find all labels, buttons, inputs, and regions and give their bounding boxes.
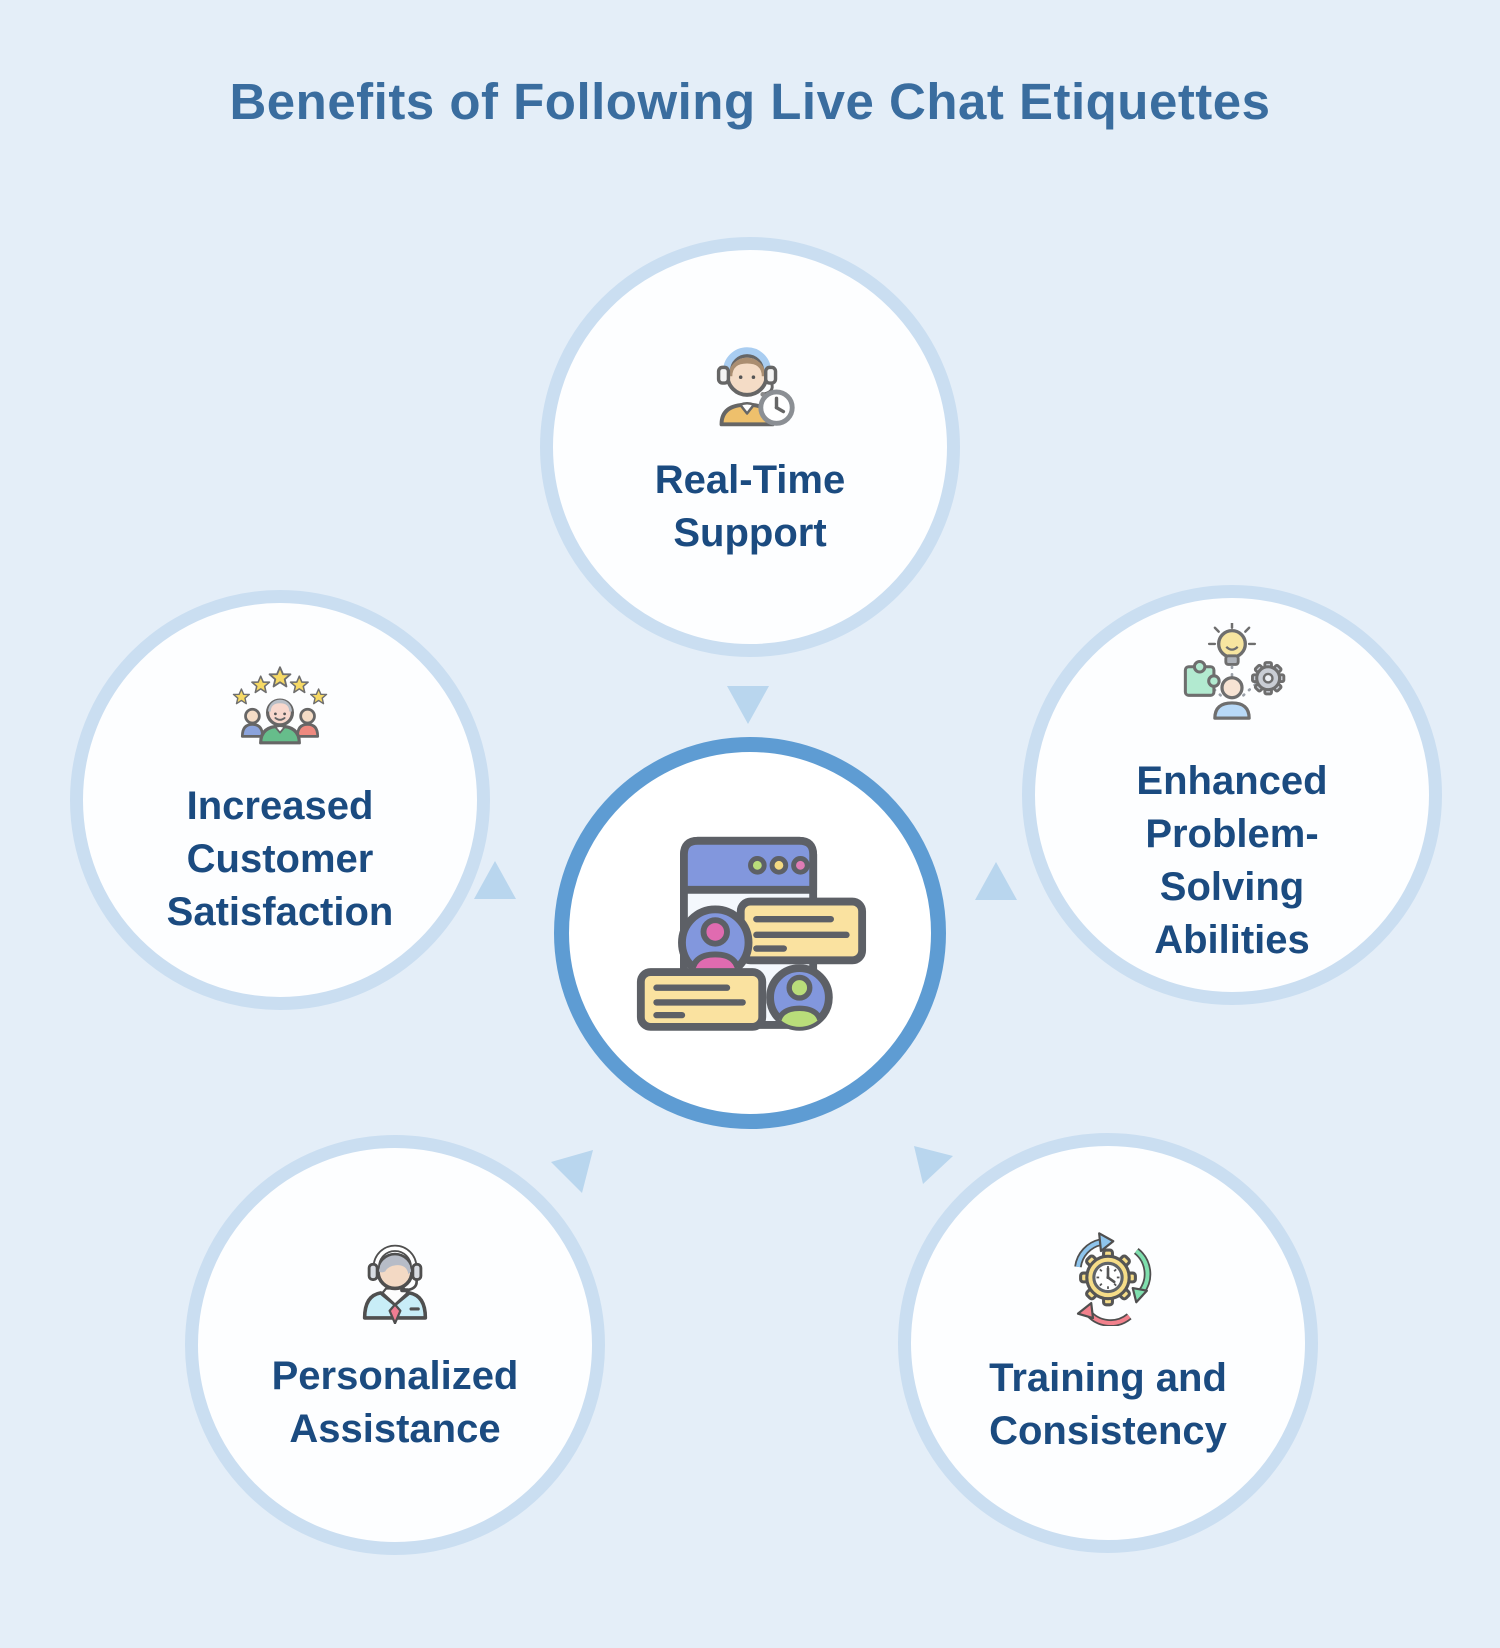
chat-window-icon — [633, 833, 868, 1033]
arrow-top-icon — [727, 686, 769, 724]
node-training-consistency: Training and Consistency — [898, 1133, 1318, 1553]
node-center-live-chat — [554, 737, 946, 1129]
node-enhanced-problem-solving: Enhanced Problem-Solving Abilities — [1022, 585, 1442, 1005]
node-increased-customer-satisfaction: Increased Customer Satisfaction — [70, 590, 490, 1010]
node-label-real-time-support: Real-Time Support — [654, 458, 846, 556]
people-stars-icon — [223, 661, 337, 755]
node-label-training-consistency: Training and Consistency — [989, 1356, 1227, 1454]
gear-clock-cycle-icon — [1055, 1228, 1161, 1327]
node-label-increased-customer-satisfaction: Increased Customer Satisfaction — [166, 784, 394, 935]
node-real-time-support: Real-Time Support — [540, 237, 960, 657]
node-personalized-assistance: Personalized Assistance — [185, 1135, 605, 1555]
arrow-bottom-left-icon — [551, 1150, 593, 1193]
problem-solving-icon — [1173, 621, 1291, 730]
node-label-personalized-assistance: Personalized Assistance — [271, 1353, 519, 1451]
arrow-left-icon — [474, 861, 516, 899]
headset-agent-icon — [345, 1234, 445, 1325]
node-label-enhanced-problem-solving: Enhanced Problem-Solving Abilities — [1136, 759, 1328, 963]
arrow-right-icon — [975, 862, 1017, 900]
arrow-bottom-right-icon — [914, 1146, 953, 1184]
page-title: Benefits of Following Live Chat Etiquett… — [229, 73, 1271, 130]
support-agent-clock-icon — [696, 334, 804, 428]
